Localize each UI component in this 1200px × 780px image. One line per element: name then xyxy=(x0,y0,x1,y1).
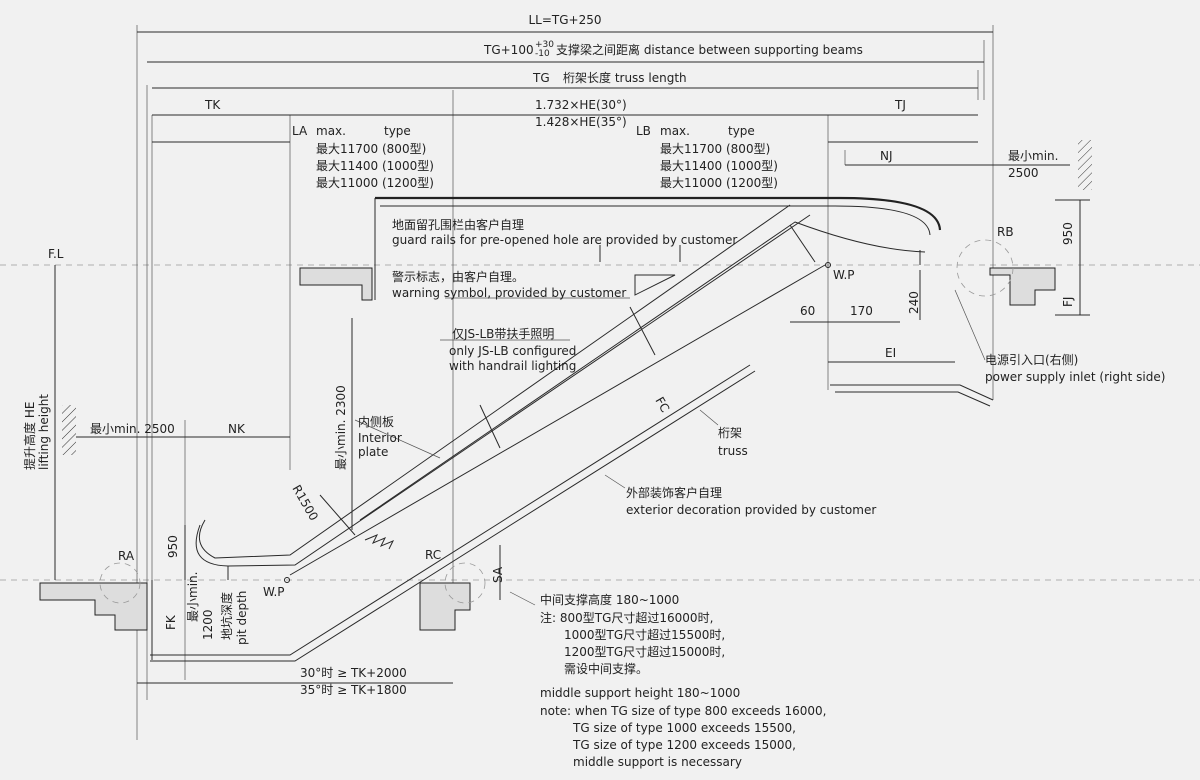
tg-support-label: 支撑梁之间距离 distance between supporting beam… xyxy=(556,42,863,57)
truss-cn: 桁架 xyxy=(718,426,742,440)
nj-dimension: NJ xyxy=(880,149,893,163)
leader-lines xyxy=(354,289,986,606)
lb-item: 最大11000 (1200型) xyxy=(660,176,778,190)
top-dimension-texts: LL=TG+250 TG+100 +30 -10 支撑梁之间距离 distanc… xyxy=(204,13,906,129)
r1500: R1500 xyxy=(289,483,321,524)
deg30-text: 30°时 ≥ TK+2000 xyxy=(300,666,407,680)
fj-dimension: FJ xyxy=(1061,297,1075,307)
interior-en2: plate xyxy=(358,445,388,459)
fl-label: F.L xyxy=(48,247,64,261)
la-label: LA xyxy=(292,124,308,138)
lb-max: max. xyxy=(660,124,690,138)
min2500-top-cn: 最小min. xyxy=(1008,149,1058,163)
wp-upper: W.P xyxy=(833,268,855,282)
la-max: max. xyxy=(316,124,346,138)
lb-type: type xyxy=(728,124,755,138)
detail-circles xyxy=(99,239,1014,604)
la-type: type xyxy=(384,124,411,138)
nk-dimension: NK xyxy=(228,422,246,436)
dim-950-left: 950 xyxy=(166,535,180,558)
fc-dimension: FC xyxy=(652,395,672,415)
la-item: 最大11400 (1000型) xyxy=(316,159,434,173)
tg-support-tol-lower: -10 xyxy=(535,49,550,59)
note-en-line: TG size of type 1200 exceeds 15000, xyxy=(572,738,796,752)
la-item: 最大11700 (800型) xyxy=(316,142,426,156)
tk-dimension: TK xyxy=(204,98,221,112)
pit-depth-cn: 地坑深度 xyxy=(219,592,234,640)
power-en: power supply inlet (right side) xyxy=(985,370,1165,384)
note-en-line: note: when TG size of type 800 exceeds 1… xyxy=(540,704,826,718)
note-cn-line: 1000型TG尺寸超过15500时, xyxy=(564,627,725,642)
tg-support-prefix: TG+100 xyxy=(483,43,534,57)
la-item: 最大11000 (1200型) xyxy=(316,176,434,190)
lb-block: LB max. type 最大11700 (800型) 最大11400 (100… xyxy=(636,124,778,190)
pit-min: 最小min. xyxy=(186,572,200,622)
hoist-cn: 提升高度 HE xyxy=(22,402,37,470)
interior-en1: Interior xyxy=(358,431,402,445)
warning-cn: 警示标志，由客户自理。 xyxy=(392,269,524,284)
rb-label: RB xyxy=(997,225,1014,239)
min2500-top-val: 2500 xyxy=(1008,166,1039,180)
tj-dimension: TJ xyxy=(894,98,906,112)
right-top-dims: NJ 最小min. 2500 RB 950 FJ 240 60 170 EI W… xyxy=(800,149,1075,360)
pit-depth-en: pit depth xyxy=(235,591,249,645)
note-en-line: TG size of type 1000 exceeds 15500, xyxy=(572,721,796,735)
note-cn-line: 1200型TG尺寸超过15000时, xyxy=(564,644,725,659)
lb-item: 最大11400 (1000型) xyxy=(660,159,778,173)
pit-1200: 1200 xyxy=(201,609,215,640)
dim-170: 170 xyxy=(850,304,873,318)
interior-cn: 内侧板 xyxy=(358,415,394,429)
wp-lower: W.P xyxy=(263,585,285,599)
tg-label: 桁架长度 truss length xyxy=(563,70,687,85)
note-cn-line: 需设中间支撑。 xyxy=(564,661,648,676)
callouts: 地面留孔围栏由客户自理 guard rails for pre-opened h… xyxy=(358,217,1165,517)
vertical-dimensions xyxy=(54,199,1090,660)
tg-support-tol-upper: +30 xyxy=(535,40,554,50)
rc-label: RC xyxy=(425,548,441,562)
tg-dimension: TG xyxy=(532,71,550,85)
guard-cn: 地面留孔围栏由客户自理 xyxy=(392,217,524,232)
hoist-en: lifting height xyxy=(37,394,51,470)
la-block: LA max. type 最大11700 (800型) 最大11400 (100… xyxy=(292,124,434,190)
lighting-en1: only JS-LB configured xyxy=(449,344,576,358)
floor-lines xyxy=(0,264,1200,581)
exterior-en: exterior decoration provided by customer xyxy=(626,503,876,517)
lb-label: LB xyxy=(636,124,651,138)
he30-dimension: 1.732×HE(30°) xyxy=(535,98,627,112)
he35-dimension: 1.428×HE(35°) xyxy=(535,115,627,129)
ei-dimension: EI xyxy=(885,346,896,360)
warning-en: warning symbol, provided by customer xyxy=(392,286,626,300)
power-cn: 电源引入口(右侧) xyxy=(985,352,1078,367)
lighting-cn: 仅JS-LB带扶手照明 xyxy=(452,326,554,341)
exterior-cn: 外部装饰客户自理 xyxy=(626,485,722,500)
sa-label: SA xyxy=(491,566,505,583)
dim-60: 60 xyxy=(800,304,815,318)
lighting-en2: with handrail lighting xyxy=(449,359,576,373)
note-en-line: middle support height 180~1000 xyxy=(540,686,740,700)
notes-block: 中间支撑高度 180~1000 注: 800型TG尺寸超过16000时, 100… xyxy=(540,592,826,769)
left-dims: F.L 提升高度 HE lifting height 最小min. 2500 N… xyxy=(22,247,505,697)
min2300: 最小min. 2300 xyxy=(334,385,348,470)
ra-label: RA xyxy=(118,549,135,563)
lb-item: 最大11700 (800型) xyxy=(660,142,770,156)
concrete-sections xyxy=(39,140,1092,631)
dim-950-right: 950 xyxy=(1061,222,1075,245)
deg35-text: 35°时 ≥ TK+1800 xyxy=(300,683,407,697)
dim-240: 240 xyxy=(907,291,921,314)
truss-en: truss xyxy=(718,444,748,458)
note-cn-line: 中间支撑高度 180~1000 xyxy=(540,592,679,607)
note-en-line: middle support is necessary xyxy=(573,755,742,769)
note-cn-line: 注: 800型TG尺寸超过16000时, xyxy=(540,610,713,625)
min2500-left: 最小min. 2500 xyxy=(90,422,175,436)
guard-en: guard rails for pre-opened hole are prov… xyxy=(392,233,737,247)
escalator-body xyxy=(150,196,994,662)
ll-dimension: LL=TG+250 xyxy=(528,13,601,27)
fk-dimension: FK xyxy=(164,614,178,630)
dimension-lines xyxy=(76,31,1070,684)
